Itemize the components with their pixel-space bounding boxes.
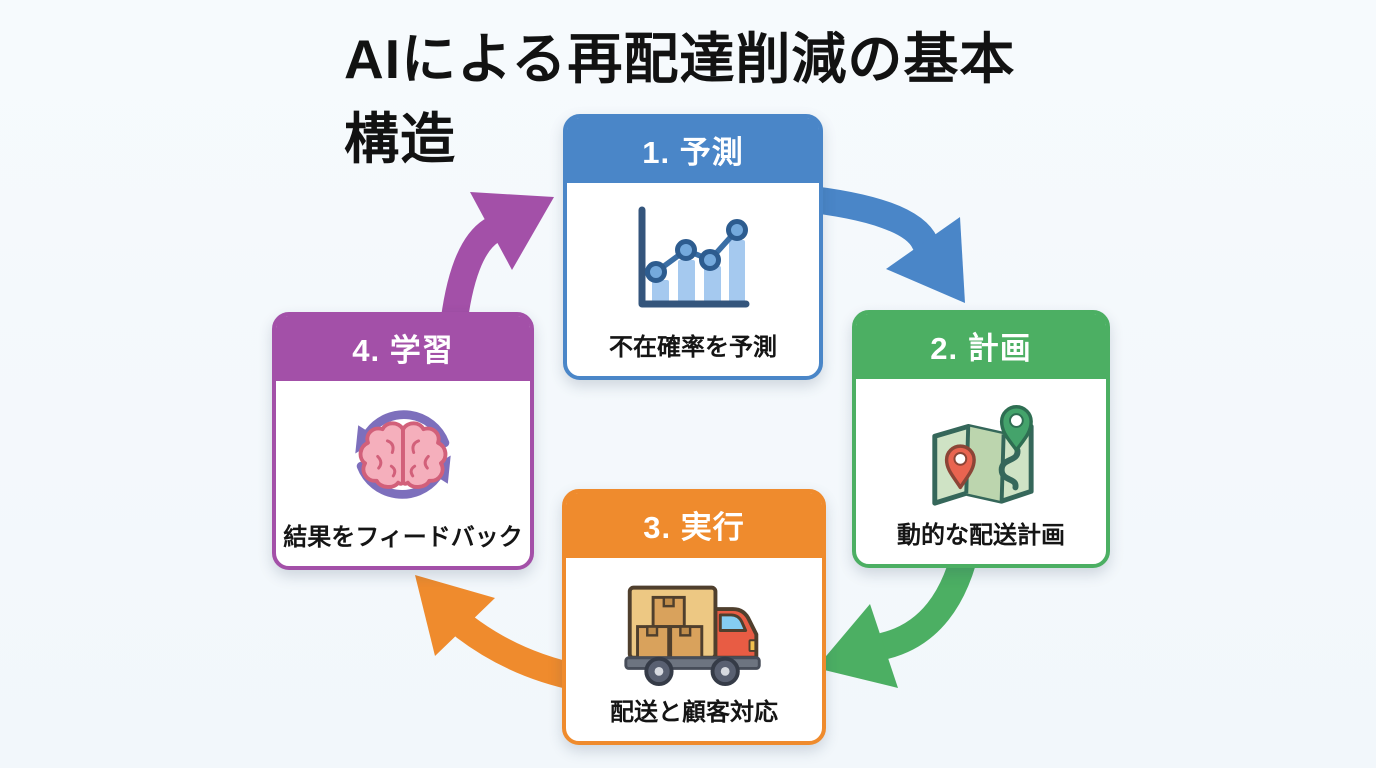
step-caption-plan: 動的な配送計画 [897, 522, 1065, 549]
delivery-truck-icon [622, 568, 767, 692]
step-body-learn: 結果をフィードバック [276, 381, 530, 566]
step-header-execute: 3. 実行 [566, 493, 822, 558]
page-title: AIによる再配達削減の基本構造 [344, 28, 1016, 170]
step-caption-execute: 配送と顧客対応 [610, 699, 778, 726]
step-caption-learn: 結果をフィードバック [283, 524, 523, 551]
chart-line-icon [627, 193, 759, 327]
brain-cycle-icon [343, 391, 463, 517]
step-body-predict: 不在確率を予測 [567, 183, 819, 376]
arrow-predict-to-plan [786, 184, 965, 303]
step-card-plan: 2. 計画 動的な配送計画 [852, 310, 1110, 568]
step-header-learn: 4. 学習 [276, 316, 530, 381]
step-card-predict: 1. 予測 不在確率を予測 [563, 114, 823, 380]
step-body-plan: 動的な配送計画 [856, 379, 1106, 564]
step-card-execute: 3. 実行 [562, 489, 826, 745]
arrow-learn-to-predict [439, 192, 554, 344]
step-header-plan: 2. 計画 [856, 314, 1106, 379]
step-body-execute: 配送と顧客対応 [566, 558, 822, 741]
arrow-execute-to-learn [415, 575, 594, 692]
map-route-icon [916, 389, 1046, 515]
step-caption-predict: 不在確率を予測 [609, 334, 777, 361]
step-header-predict: 1. 予測 [567, 118, 819, 183]
step-card-learn: 4. 学習 結果をフィードバック [272, 312, 534, 570]
